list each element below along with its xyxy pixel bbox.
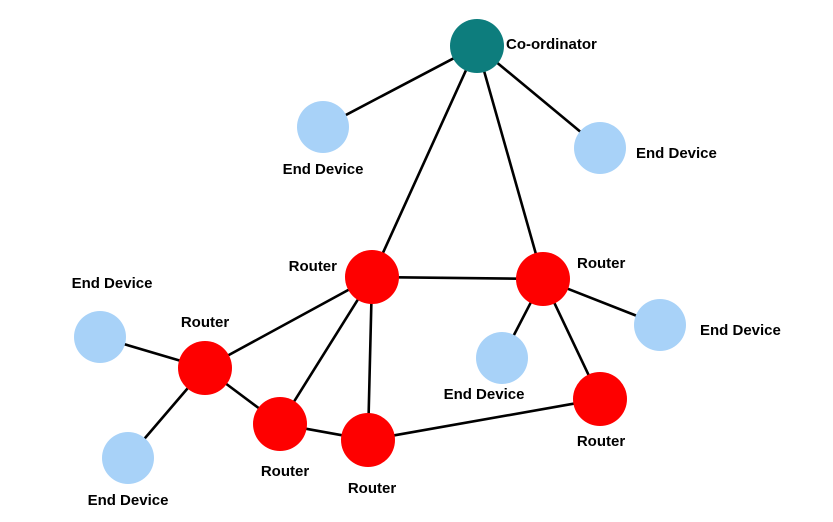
link-r3-r4 — [222, 381, 263, 411]
link-r1-r5 — [367, 299, 373, 418]
node-label-r6: Router — [577, 433, 625, 450]
node-end-device-ed1[interactable] — [297, 101, 349, 153]
node-label-ed3: End Device — [72, 275, 153, 292]
link-r4-r5 — [302, 426, 346, 438]
link-r3-ed4 — [141, 384, 191, 442]
node-end-device-ed5[interactable] — [476, 332, 528, 384]
link-c1-ed2 — [494, 60, 584, 135]
node-router-r3[interactable] — [178, 341, 232, 395]
link-r2-r6 — [551, 299, 592, 379]
node-label-ed2: End Device — [636, 145, 717, 162]
node-label-r5: Router — [348, 480, 396, 497]
link-r3-ed3 — [120, 342, 184, 363]
node-label-ed5: End Device — [444, 386, 525, 403]
node-label-ed1: End Device — [283, 161, 364, 178]
edge-layer — [120, 55, 640, 442]
node-end-device-ed6[interactable] — [634, 299, 686, 351]
node-label-r4: Router — [261, 463, 309, 480]
node-router-r6[interactable] — [573, 372, 627, 426]
link-c1-r1 — [380, 66, 469, 257]
node-router-r5[interactable] — [341, 413, 395, 467]
node-router-r4[interactable] — [253, 397, 307, 451]
link-r1-r2 — [394, 275, 521, 281]
link-r2-ed6 — [564, 286, 640, 318]
node-label-ed6: End Device — [700, 322, 781, 339]
node-label-r2: Router — [577, 255, 625, 272]
link-r1-r3 — [224, 287, 353, 358]
link-r1-r4 — [291, 296, 361, 405]
node-label-ed4: End Device — [88, 492, 169, 509]
node-label-c1: Co-ordinator — [506, 36, 597, 53]
node-layer — [74, 19, 686, 484]
node-coordinator-c1[interactable] — [450, 19, 504, 73]
node-end-device-ed4[interactable] — [102, 432, 154, 484]
link-r2-ed5 — [511, 298, 534, 339]
link-r5-r6 — [390, 401, 578, 438]
node-router-r2[interactable] — [516, 252, 570, 306]
node-end-device-ed2[interactable] — [574, 122, 626, 174]
node-router-r1[interactable] — [345, 250, 399, 304]
node-label-r3: Router — [181, 314, 229, 331]
node-end-device-ed3[interactable] — [74, 311, 126, 363]
link-c1-r2 — [482, 67, 538, 258]
link-c1-ed1 — [342, 55, 458, 118]
node-label-r1: Router — [289, 258, 337, 275]
